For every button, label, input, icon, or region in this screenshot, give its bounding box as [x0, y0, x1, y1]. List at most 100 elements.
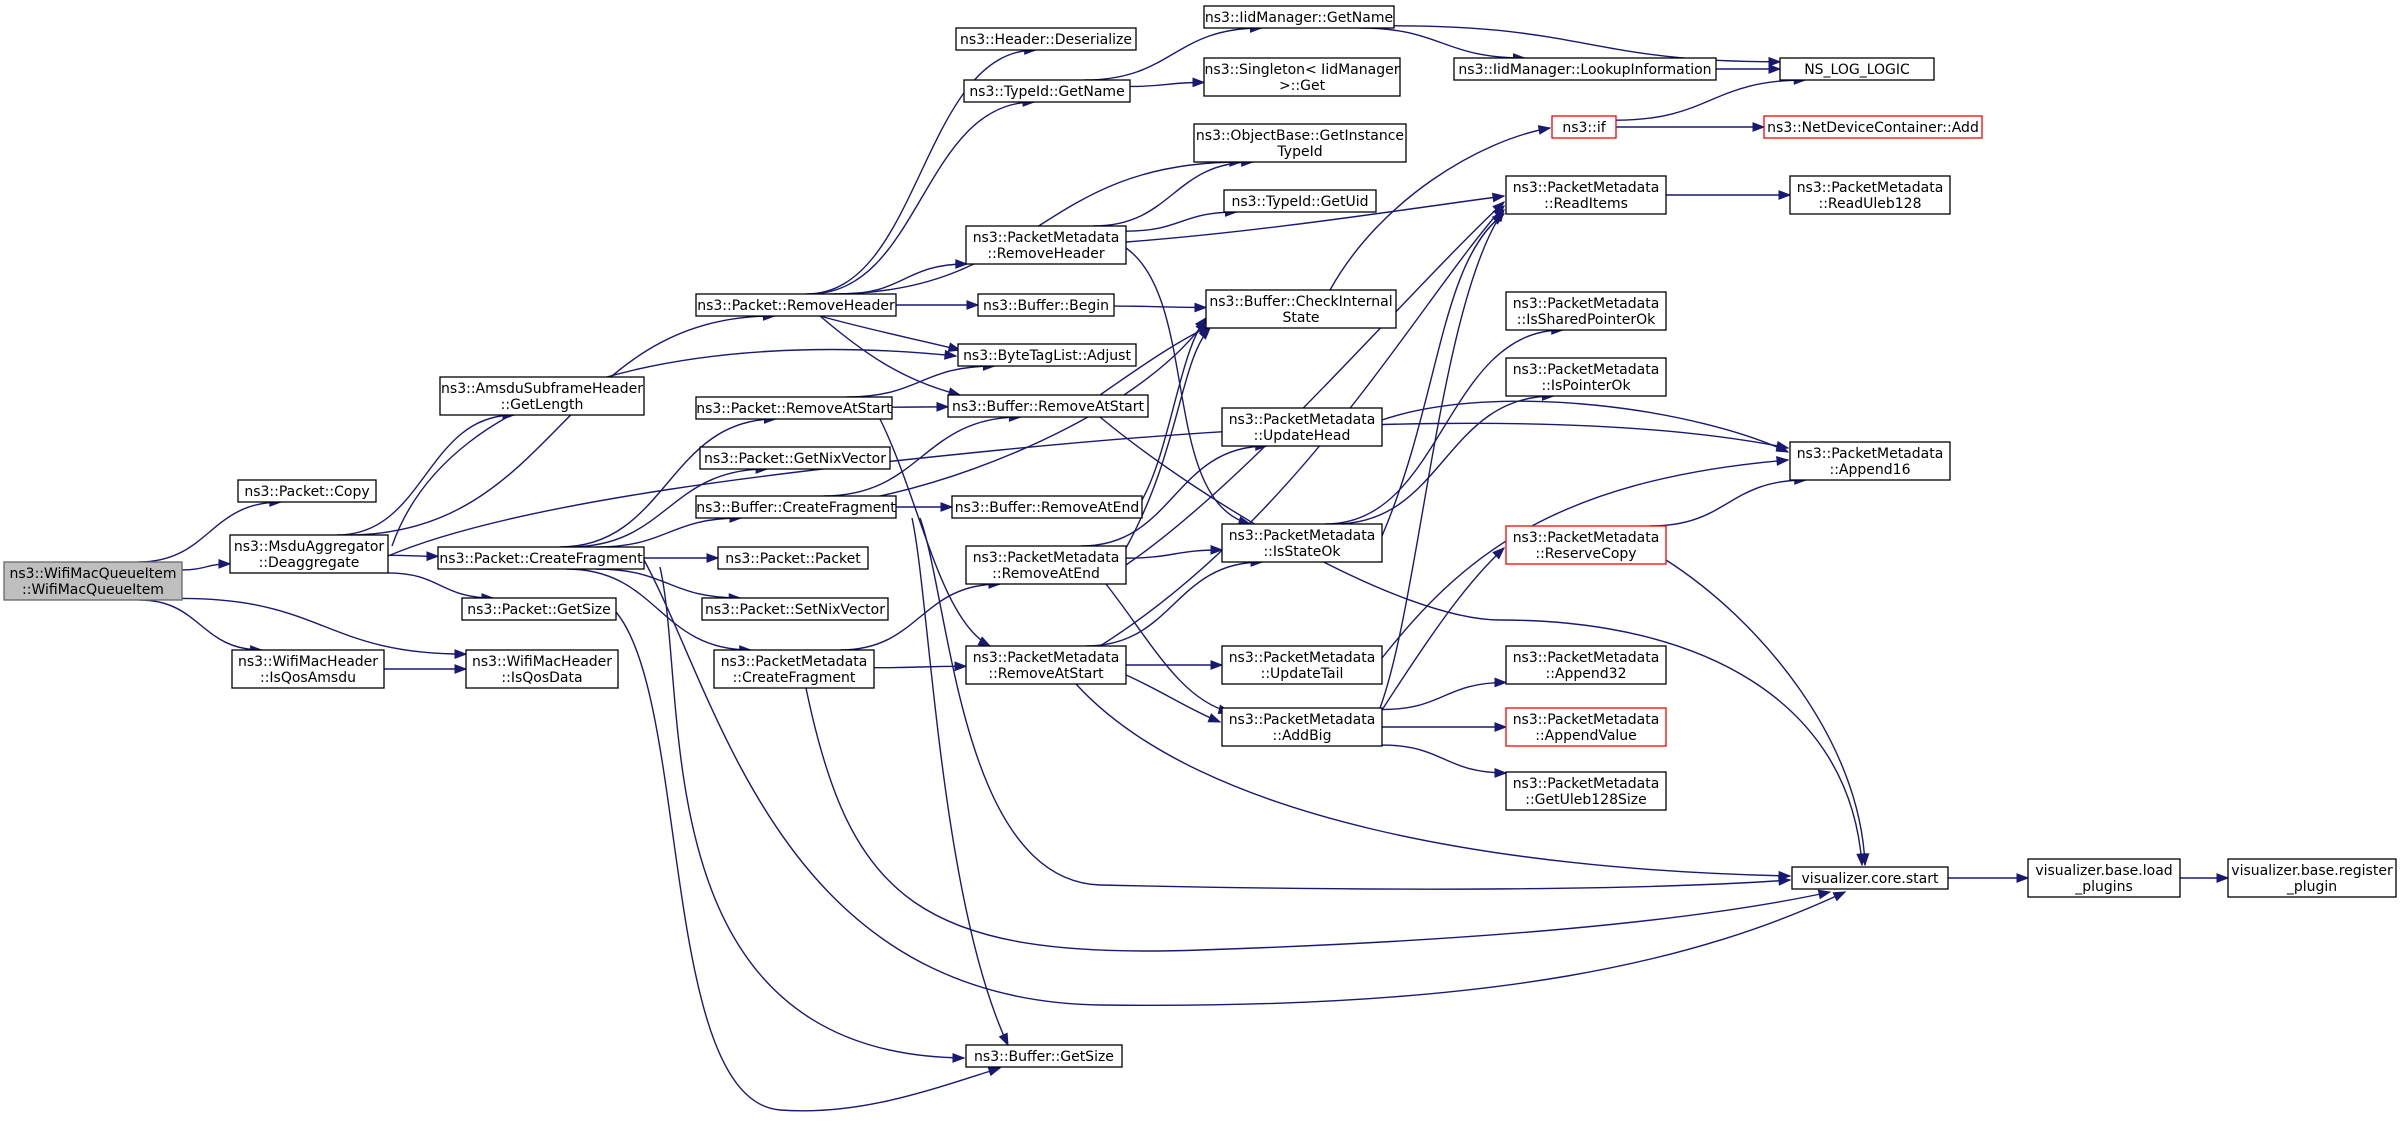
- node-iidmanager-getname[interactable]: ns3::IidManager::GetName: [1203, 5, 1395, 29]
- node-box: [1221, 407, 1383, 447]
- node-buffer-removeatstart[interactable]: ns3::Buffer::RemoveAtStart: [947, 394, 1149, 418]
- node-typeid-getuid[interactable]: ns3::TypeId::GetUid: [1223, 189, 1377, 213]
- node-packet-getnixvector[interactable]: ns3::Packet::GetNixVector: [699, 446, 891, 470]
- node-pm-append16[interactable]: ns3::PacketMetadata::Append16: [1789, 441, 1951, 481]
- edge-buffer_begin-to-buffer_checkinternal: [1113, 305, 1207, 309]
- edge-packet_removeheader-to-buffer_removeatstart: [819, 315, 961, 396]
- node-bytetaglist-adjust[interactable]: ns3::ByteTagList::Adjust: [957, 343, 1137, 367]
- node-vis-register-plugin[interactable]: visualizer.base.register_plugin: [2227, 858, 2397, 898]
- node-wifi-isqosamsdu[interactable]: ns3::WifiMacHeader::IsQosAmsdu: [231, 649, 385, 689]
- edge-msdu_deagg-to-amsdu_getlength: [337, 414, 514, 536]
- edge-pm_updatehead-to-pm_append16: [1381, 400, 1789, 453]
- edge-pm_addbig-to-pm_appendvalue-arrowhead: [1494, 722, 1508, 732]
- node-pm-append32[interactable]: ns3::PacketMetadata::Append32: [1505, 645, 1667, 685]
- node-buffer-createfragment[interactable]: ns3::Buffer::CreateFragment: [695, 495, 897, 519]
- node-label: ns3::Buffer::CheckInternal: [1209, 294, 1392, 310]
- node-label: ns3::PacketMetadata: [973, 550, 1120, 566]
- node-label: ns3::Packet::CreateFragment: [439, 551, 643, 567]
- node-label: ns3::WifiMacHeader: [472, 654, 612, 670]
- edge-root-to-msdu_deagg-arrowhead: [218, 558, 232, 569]
- node-box: [965, 645, 1127, 685]
- node-vis-load-plugins[interactable]: visualizer.base.load_plugins: [2027, 858, 2181, 898]
- node-wifi-isqosdata[interactable]: ns3::WifiMacHeader::IsQosData: [465, 649, 619, 689]
- node-typeid-getname[interactable]: ns3::TypeId::GetName: [963, 79, 1131, 103]
- node-buffer-getsize[interactable]: ns3::Buffer::GetSize: [965, 1044, 1123, 1068]
- node-pm-readitems[interactable]: ns3::PacketMetadata::ReadItems: [1505, 175, 1667, 215]
- node-label: _plugins: [2074, 879, 2133, 895]
- node-root[interactable]: ns3::WifiMacQueueItem::WifiMacQueueItem: [3, 561, 183, 601]
- node-label: ns3::PacketMetadata: [1513, 296, 1660, 312]
- edge-packet_createfragment-to-packet_getnixvector: [568, 468, 768, 548]
- edge-packet_removeheader-to-header_deserialize: [806, 49, 1036, 295]
- node-label: ::RemoveHeader: [987, 246, 1104, 262]
- edge-packet_removeheader-to-bytetaglist_adjust-arrowhead: [947, 342, 962, 352]
- node-amsdu-getlength[interactable]: ns3::AmsduSubframeHeader::GetLength: [439, 376, 645, 416]
- edge-typeid_getname-to-iidmanager_getname: [1084, 27, 1262, 81]
- edge-packet_createfragment-to-pm_createfragment: [566, 568, 751, 651]
- node-label: ::IsSharedPointerOk: [1517, 312, 1656, 328]
- node-pm-appendvalue[interactable]: ns3::PacketMetadata::AppendValue: [1505, 707, 1667, 747]
- node-packet-removeheader[interactable]: ns3::Packet::RemoveHeader: [695, 293, 897, 317]
- node-label: ns3::PacketMetadata: [1513, 712, 1660, 728]
- edge-pm_addbig-to-pm_readitems-arrowhead: [1493, 208, 1505, 223]
- node-label: ns3::Packet::GetSize: [467, 602, 610, 618]
- edge-pm_updatetail-to-pm_append16-arrowhead: [1776, 456, 1790, 466]
- node-box: [2227, 858, 2397, 898]
- node-ns-log-logic[interactable]: NS_LOG_LOGIC: [1779, 57, 1935, 81]
- node-label: ns3::PacketMetadata: [1229, 528, 1376, 544]
- node-vis-core-start[interactable]: visualizer.core.start: [1791, 866, 1949, 890]
- node-packet-removeatstart[interactable]: ns3::Packet::RemoveAtStart: [695, 396, 893, 420]
- node-label: ns3::PacketMetadata: [1797, 446, 1944, 462]
- node-packet-createfragment[interactable]: ns3::Packet::CreateFragment: [437, 546, 645, 570]
- edge-packet_removeheader-to-bytetaglist_adjust: [819, 315, 961, 351]
- node-singleton-get[interactable]: ns3::Singleton< IidManager>::Get: [1203, 57, 1401, 97]
- node-pm-updatetail[interactable]: ns3::PacketMetadata::UpdateTail: [1221, 645, 1383, 685]
- node-pm-removeatstart[interactable]: ns3::PacketMetadata::RemoveAtStart: [965, 645, 1127, 685]
- node-label: _plugin: [2286, 879, 2337, 895]
- edge-packet_removeatstart-to-bytetaglist_adjust: [846, 365, 995, 398]
- node-label: ns3::PacketMetadata: [1513, 650, 1660, 666]
- edge-iidmanager_getname-to-iidmanager_lookup: [1359, 27, 1525, 59]
- node-box: [1505, 291, 1667, 331]
- node-ns3-if[interactable]: ns3::if: [1551, 115, 1617, 139]
- node-packet-getsize[interactable]: ns3::Packet::GetSize: [461, 597, 617, 621]
- node-label: ns3::PacketMetadata: [973, 650, 1120, 666]
- node-pm-addbig[interactable]: ns3::PacketMetadata::AddBig: [1221, 707, 1383, 747]
- node-buffer-removeatend[interactable]: ns3::Buffer::RemoveAtEnd: [951, 495, 1143, 519]
- node-pm-createfragment[interactable]: ns3::PacketMetadata::CreateFragment: [713, 649, 875, 689]
- node-pm-removeatend[interactable]: ns3::PacketMetadata::RemoveAtEnd: [965, 545, 1127, 585]
- edge-packet_removeatstart-to-pm_removeatstart-arrowhead: [977, 636, 992, 647]
- node-iidmanager-lookup[interactable]: ns3::IidManager::LookupInformation: [1453, 57, 1717, 81]
- node-pm-readuleb128[interactable]: ns3::PacketMetadata::ReadUleb128: [1789, 175, 1951, 215]
- node-pm-ispointerok[interactable]: ns3::PacketMetadata::IsPointerOk: [1505, 357, 1667, 397]
- node-pm-isstateok[interactable]: ns3::PacketMetadata::IsStateOk: [1221, 523, 1383, 563]
- edge-packet_createfragment-to-buffer_getsize-arrowhead: [952, 1052, 966, 1063]
- node-label: ::Deaggregate: [259, 555, 360, 571]
- edge-msdu_deagg-to-pm_append16: [387, 422, 1789, 557]
- node-pm-issharedpointerok[interactable]: ns3::PacketMetadata::IsSharedPointerOk: [1505, 291, 1667, 331]
- edge-pm_createfragment-to-vis_core_start: [805, 687, 1831, 952]
- node-box: [1221, 645, 1383, 685]
- node-box: [977, 293, 1115, 317]
- node-pm-reservecopy[interactable]: ns3::PacketMetadata::ReserveCopy: [1505, 525, 1667, 565]
- node-packet-setnixvector[interactable]: ns3::Packet::SetNixVector: [701, 597, 889, 621]
- node-netdevice-add[interactable]: ns3::NetDeviceContainer::Add: [1763, 115, 1983, 139]
- node-label: ns3::TypeId::GetUid: [1231, 194, 1368, 210]
- node-pm-removeheader[interactable]: ns3::PacketMetadata::RemoveHeader: [965, 225, 1127, 265]
- node-packet-copy[interactable]: ns3::Packet::Copy: [237, 479, 377, 503]
- node-label: visualizer.base.load: [2035, 863, 2172, 879]
- node-box: [957, 343, 1137, 367]
- node-msdu-deagg[interactable]: ns3::MsduAggregator::Deaggregate: [229, 534, 389, 574]
- node-packet-packet[interactable]: ns3::Packet::Packet: [717, 546, 869, 570]
- node-box: [1505, 357, 1667, 397]
- node-box: [1505, 175, 1667, 215]
- node-pm-updatehead[interactable]: ns3::PacketMetadata::UpdateHead: [1221, 407, 1383, 447]
- node-header-deserialize[interactable]: ns3::Header::Deserialize: [955, 27, 1137, 51]
- node-buffer-begin[interactable]: ns3::Buffer::Begin: [977, 293, 1115, 317]
- node-label: ::ReserveCopy: [1535, 546, 1636, 562]
- node-label: visualizer.base.register: [2231, 863, 2393, 879]
- node-pm-getuleb128size[interactable]: ns3::PacketMetadata::GetUleb128Size: [1505, 771, 1667, 811]
- node-box: [699, 446, 891, 470]
